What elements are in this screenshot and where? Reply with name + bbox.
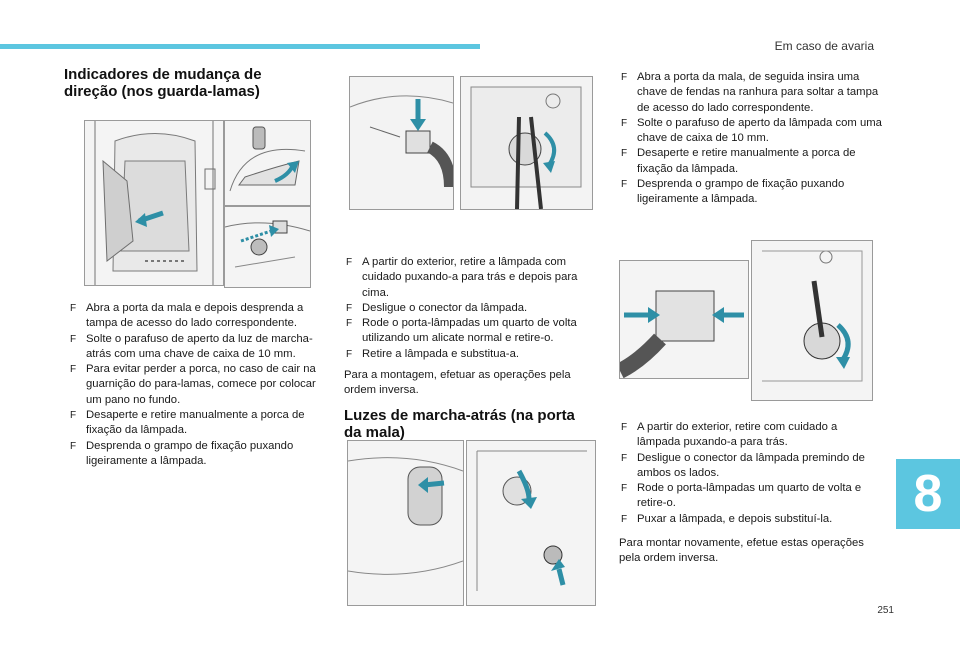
figure-trunk-interior xyxy=(84,120,224,286)
bullet-icon: F xyxy=(70,410,77,422)
bullet-icon: F xyxy=(346,257,353,268)
reassembly-note: Para montar novamente, efetue estas oper… xyxy=(619,537,864,565)
bullet-icon: F xyxy=(346,318,353,330)
bullet-icon: F xyxy=(621,483,628,495)
figure-bulb-nut xyxy=(224,206,311,288)
running-header: Em caso de avaria xyxy=(774,39,874,53)
bullet-icon: F xyxy=(346,302,353,314)
bullet-icon: F xyxy=(70,333,77,345)
bullet-icon: F xyxy=(621,513,628,525)
bullet-icon: F xyxy=(621,72,628,83)
bullet-icon: F xyxy=(621,117,628,129)
assembly-note: Para a montagem, efetuar as operações pe… xyxy=(344,369,571,397)
section-title-line2: direção (nos guarda-lamas) xyxy=(64,83,260,100)
figure-pliers-rotate xyxy=(460,76,593,210)
figure-tailgate-nut xyxy=(466,440,596,606)
section-title-reversing: Luzes de marcha-atrás (na porta da mala) xyxy=(344,407,604,441)
bullet-icon: F xyxy=(621,148,628,160)
bullet-icon: F xyxy=(621,422,628,433)
section-title-turn-signal: Indicadores de mudança de direção (nos g… xyxy=(64,66,324,100)
bullet-icon: F xyxy=(621,179,628,191)
page-number: 251 xyxy=(877,605,894,616)
bullet-icon: F xyxy=(70,364,77,376)
figure-bulb-connector xyxy=(349,76,454,210)
bullet-icon: F xyxy=(346,348,353,360)
figure-tailgate-cover xyxy=(347,440,464,606)
bullet-icon: F xyxy=(621,452,628,464)
bullet-icon: F xyxy=(70,440,77,452)
chapter-tab: 8 xyxy=(896,459,960,529)
bullet-icon: F xyxy=(70,303,77,314)
figure-screwdriver-rotate xyxy=(751,240,873,401)
header-accent-bar xyxy=(0,44,480,49)
section-title-line1: Luzes de marcha-atrás (na porta xyxy=(344,407,575,424)
figure-access-cover xyxy=(224,120,311,206)
figure-connector-press xyxy=(619,260,749,379)
section-title-line2: da mala) xyxy=(344,424,405,441)
chapter-number: 8 xyxy=(913,465,943,523)
section-title-line1: Indicadores de mudança de xyxy=(64,66,262,83)
